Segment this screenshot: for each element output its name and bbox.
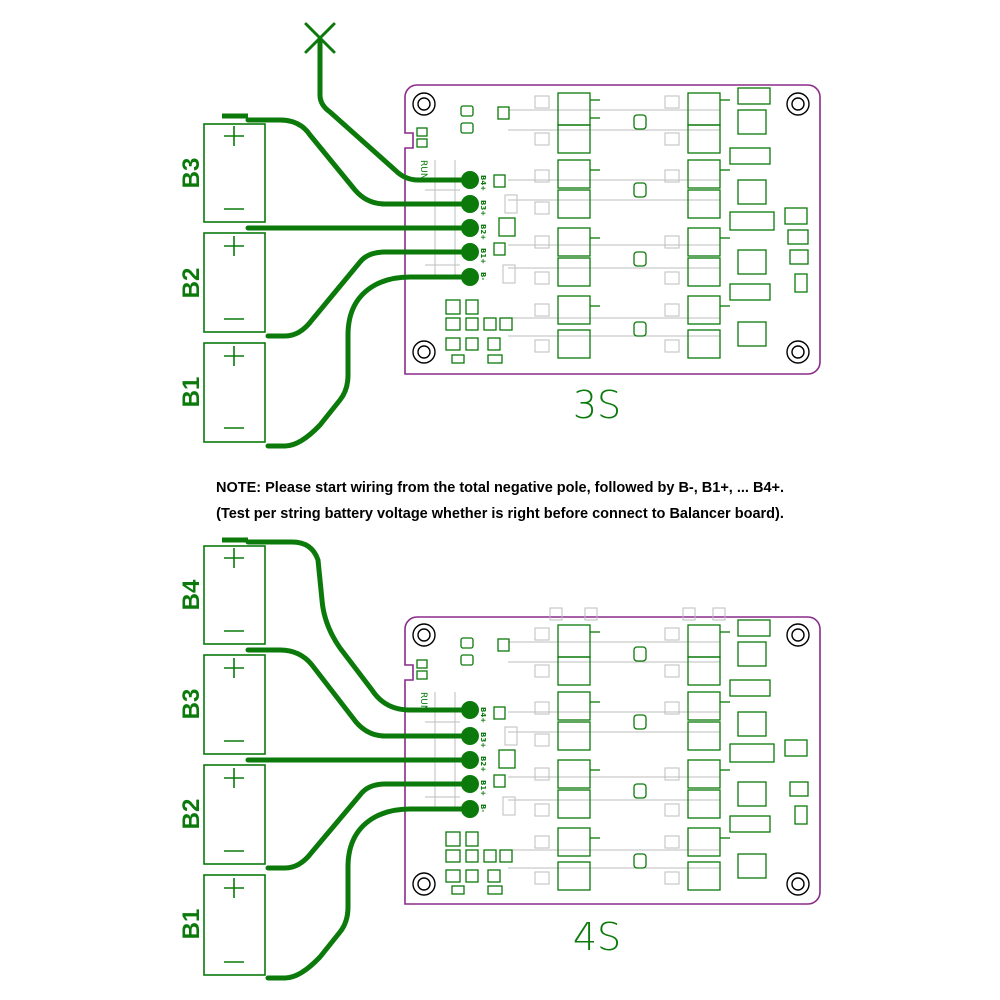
diagram-4s: RUN B4+ B3+ B2+ B1+ B- B4 B3: [178, 537, 821, 981]
board-outline: [404, 84, 821, 375]
pads-3s: [461, 171, 479, 286]
pad-b4plus: [461, 701, 479, 719]
pad-bminus: [461, 268, 479, 286]
battery-label-b2: B2: [178, 799, 205, 830]
pin-label-bminus: B-: [479, 804, 487, 812]
battery-b3: B3: [178, 113, 266, 223]
battery-b1: B1: [178, 874, 266, 976]
diagram-3s: RUN B4+ B3+ B2+ B1+ B- B3 B2: [178, 22, 821, 449]
battery-label-b3: B3: [178, 689, 205, 720]
wire-b1plus: [265, 249, 473, 339]
battery-label-b1: B1: [178, 909, 205, 940]
mounting-hole: [412, 340, 436, 364]
pad-b4plus: [461, 171, 479, 189]
wires-3s: [245, 37, 473, 449]
pad-b1plus: [461, 775, 479, 793]
board-label-4s: 4S: [573, 915, 621, 959]
battery-label-b3: B3: [178, 158, 205, 189]
board-components-dark: [416, 87, 809, 364]
pad-b3plus: [461, 727, 479, 745]
battery-b1: B1: [178, 342, 266, 443]
battery-b3: B3: [178, 654, 266, 755]
pad-b1plus: [461, 243, 479, 261]
note-line-1: NOTE: Please start wiring from the total…: [215, 480, 785, 496]
pin-label-b4plus: B4+: [479, 175, 487, 191]
wire-bminus: [265, 274, 473, 449]
board-components-dark: [416, 619, 809, 895]
run-label: RUN: [418, 160, 428, 180]
mounting-hole: [786, 623, 810, 647]
mounting-hole: [786, 872, 810, 896]
board-outline: [404, 616, 821, 905]
battery-b4: B4: [178, 537, 266, 645]
pin-label-b3plus: B3+: [479, 732, 487, 748]
battery-b2: B2: [178, 764, 266, 865]
pin-label-bminus: B-: [479, 272, 487, 280]
wire-b4plus: [245, 539, 473, 713]
battery-b2: B2: [178, 232, 266, 333]
mounting-hole: [412, 623, 436, 647]
note-line-2: (Test per string battery voltage whether…: [216, 506, 784, 522]
battery-label-b2: B2: [178, 268, 205, 299]
pin-label-b4plus: B4+: [479, 707, 487, 723]
pad-bminus: [461, 800, 479, 818]
mounting-hole: [786, 92, 810, 116]
pin-label-b1plus: B1+: [479, 248, 487, 264]
wire-b1plus: [265, 781, 473, 871]
mounting-hole: [786, 340, 810, 364]
wire-b4plus-unused: [317, 37, 473, 183]
board-label-3s: 3S: [573, 383, 621, 427]
wires-4s: [245, 539, 473, 981]
pads-4s: [461, 701, 479, 818]
mounting-hole: [412, 872, 436, 896]
pcb-board-4s: RUN B4+ B3+ B2+ B1+ B-: [404, 607, 821, 905]
wire-bminus: [265, 806, 473, 981]
wire-b3plus: [245, 117, 473, 207]
battery-label-b4: B4: [178, 579, 205, 610]
pad-b3plus: [461, 195, 479, 213]
wire-b3plus: [245, 647, 473, 739]
pin-label-b2plus: B2+: [479, 756, 487, 772]
pad-b2plus: [461, 751, 479, 769]
unused-marker-x: [304, 22, 336, 54]
run-label: RUN: [418, 692, 428, 712]
pcb-board-3s: RUN B4+ B3+ B2+ B1+ B-: [404, 84, 821, 375]
pin-label-b2plus: B2+: [479, 224, 487, 240]
pin-label-b3plus: B3+: [479, 200, 487, 216]
pad-b2plus: [461, 219, 479, 237]
pin-label-b1plus: B1+: [479, 780, 487, 796]
battery-label-b1: B1: [178, 377, 205, 408]
mounting-hole: [412, 92, 436, 116]
